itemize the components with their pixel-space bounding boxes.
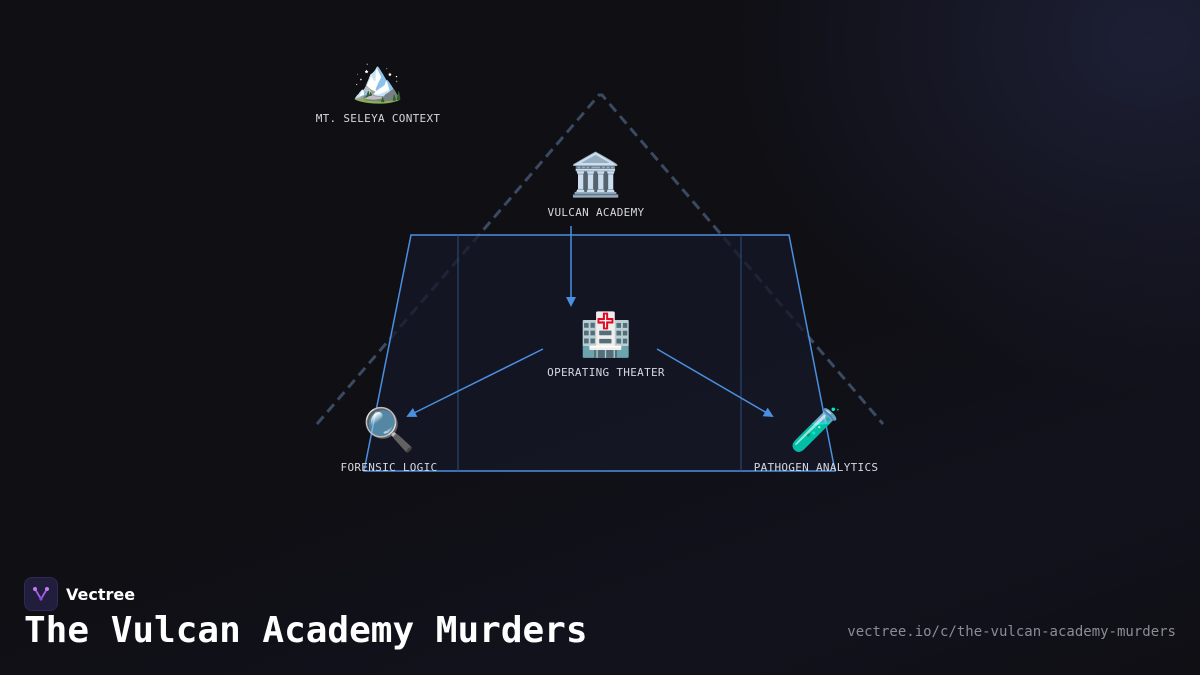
test-tube-icon: 🧪 — [789, 405, 843, 454]
node-label: PATHOGEN ANALYTICS — [753, 461, 879, 474]
mountain-icon: 🏔️ — [351, 56, 405, 105]
node-label: VULCAN ACADEMY — [547, 206, 645, 219]
node-vulcan-academy[interactable]: 🏛️ VULCAN ACADEMY — [548, 150, 645, 219]
edge-theater-to-pathogen — [656, 348, 774, 418]
node-mt-seleya-context[interactable]: 🏔️ MT. SELEYA CONTEXT — [316, 56, 441, 125]
node-forensic-logic[interactable]: 🔍 FORENSIC LOGIC — [341, 405, 438, 474]
brand[interactable]: Vectree — [24, 577, 135, 611]
vectree-logo-icon — [24, 577, 58, 611]
edge-theater-to-forensic — [406, 348, 544, 417]
node-label: OPERATING THEATER — [547, 366, 665, 379]
trapezoid-panel — [363, 234, 836, 472]
node-pathogen-analytics[interactable]: 🧪 PATHOGEN ANALYTICS — [754, 405, 879, 474]
node-operating-theater[interactable]: 🏥 OPERATING THEATER — [547, 310, 665, 379]
node-label: MT. SELEYA CONTEXT — [315, 112, 441, 125]
node-label: FORENSIC LOGIC — [340, 461, 438, 474]
hospital-icon: 🏥 — [579, 310, 633, 359]
classical-building-icon: 🏛️ — [569, 150, 623, 199]
page-title: The Vulcan Academy Murders — [24, 610, 588, 651]
brand-name: Vectree — [66, 584, 136, 604]
course-url[interactable]: vectree.io/c/the-vulcan-academy-murders — [847, 624, 1176, 640]
magnifying-glass-icon: 🔍 — [362, 405, 416, 454]
